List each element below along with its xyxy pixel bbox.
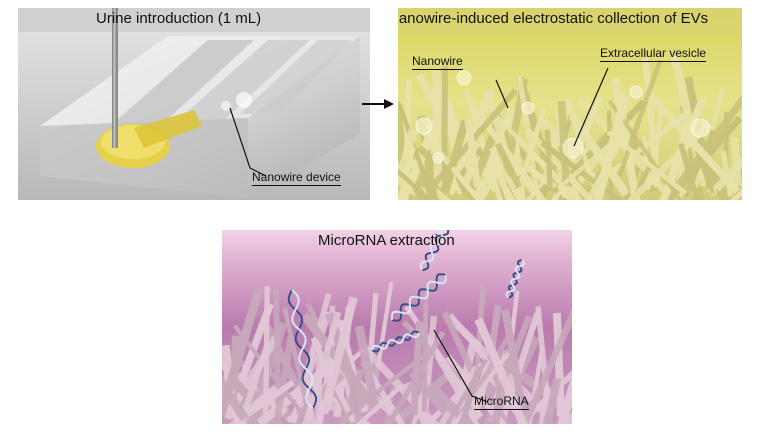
extracellular-vesicle: [630, 86, 642, 98]
label-nanowire: Nanowire: [412, 54, 463, 70]
extracellular-vesicle: [457, 71, 471, 85]
nanowire: [548, 132, 551, 188]
nanowire-collection-illustration: [398, 8, 742, 200]
label-nanowire-device: Nanowire device: [252, 170, 341, 186]
extracellular-vesicle: [563, 138, 583, 158]
extracellular-vesicle: [433, 153, 443, 163]
panel-urine-introduction: Urine introduction (1 mL) Nanowire devic…: [18, 8, 370, 200]
panel-electrostatic-collection: Nanowire-induced electrostatic collectio…: [398, 8, 742, 200]
panel-title-extraction: MicroRNA extraction: [318, 232, 455, 249]
panel-microrna-extraction: MicroRNA extraction MicroRNA: [222, 230, 572, 424]
extracellular-vesicle: [522, 102, 534, 114]
panel-title-urine: Urine introduction (1 mL): [96, 10, 261, 27]
extracellular-vesicle: [416, 118, 432, 134]
extracellular-vesicle: [691, 119, 709, 137]
nanowire: [436, 75, 438, 181]
nanowire: [557, 317, 561, 413]
panel-title-collection: Nanowire-induced electrostatic collectio…: [398, 10, 708, 27]
nanowire: [735, 141, 738, 182]
label-extracellular-vesicle: Extracellular vesicle: [600, 46, 706, 62]
nanowire: [266, 289, 267, 411]
label-microrna: MicroRNA: [474, 394, 529, 410]
arrow-right-icon: [360, 96, 396, 112]
